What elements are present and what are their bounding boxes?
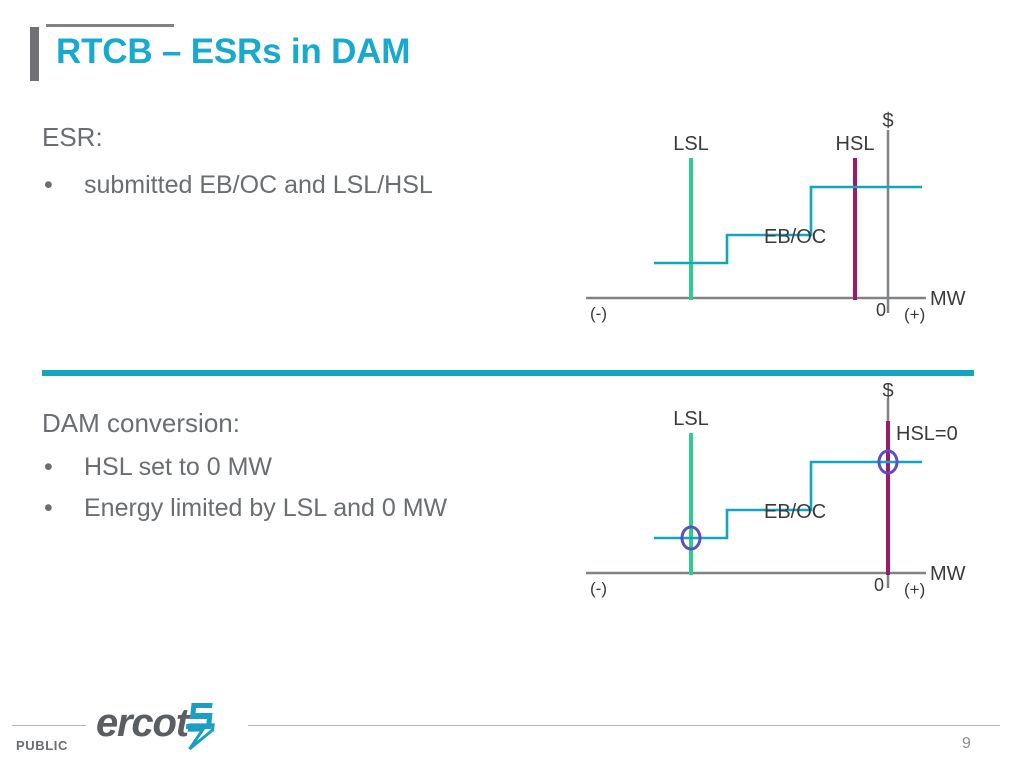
hsl-label: HSL	[836, 133, 875, 155]
y-axis-label: $	[882, 110, 893, 132]
y-axis-label: $	[882, 383, 893, 402]
section-divider	[42, 370, 974, 376]
dam-heading: DAM conversion:	[42, 408, 240, 438]
origin-tick-label: 0	[874, 575, 884, 595]
ercot-wordmark: ercot	[96, 701, 189, 745]
ercot-logo: ercot	[96, 697, 236, 753]
page-number: 9	[962, 735, 971, 752]
ercot-bolt-icon	[185, 703, 215, 751]
dam-bullet-2-text: Energy limited by LSL and 0 MW	[84, 494, 448, 522]
lsl-label: LSL	[673, 408, 709, 430]
footer-rule-left	[12, 725, 86, 726]
positive-axis-label: (+)	[904, 580, 925, 599]
ebo-oc-step-curve	[654, 460, 922, 540]
esr-bullet-1-text: submitted EB/OC and LSL/HSL	[84, 171, 433, 199]
dam-bullet-2: • Energy limited by LSL and 0 MW	[44, 491, 447, 525]
lsl-limit-point-marker	[680, 525, 702, 551]
dam-bullet-1-text: HSL set to 0 MW	[84, 453, 273, 481]
dam-offer-curve-chart: LSL HSL=0 EB/OC $ MW 0 (-) (+)	[578, 383, 978, 613]
positive-axis-label: (+)	[904, 305, 925, 324]
esr-offer-curve-chart: LSL HSL EB/OC $ MW 0 (-) (+)	[578, 108, 978, 338]
page-title: RTCB – ESRs in DAM	[56, 32, 411, 71]
eb-oc-label: EB/OC	[764, 226, 826, 248]
ebo-oc-step-curve	[654, 185, 922, 265]
esr-bullet-1: • submitted EB/OC and LSL/HSL	[44, 168, 433, 202]
bullet-marker: •	[44, 494, 53, 522]
slide-header: RTCB – ESRs in DAM	[30, 24, 930, 86]
negative-axis-label: (-)	[590, 304, 607, 323]
footer-rule-right	[248, 725, 1000, 726]
eb-oc-label: EB/OC	[764, 501, 826, 523]
esr-chart-svg: LSL HSL EB/OC $ MW 0 (-) (+)	[586, 110, 966, 324]
dam-bullet-1: • HSL set to 0 MW	[44, 450, 272, 484]
bullet-marker: •	[44, 171, 53, 199]
lsl-label: LSL	[673, 133, 709, 155]
esr-heading: ESR:	[42, 122, 103, 152]
hsl-limit-point-marker	[877, 449, 899, 475]
slide-footer	[0, 690, 1024, 768]
title-top-rule	[46, 24, 174, 27]
title-accent-bar	[30, 27, 39, 81]
bullet-marker: •	[44, 453, 53, 481]
classification-label: PUBLIC	[16, 738, 68, 753]
origin-tick-label: 0	[876, 300, 886, 320]
hsl-zero-label: HSL=0	[896, 423, 958, 445]
negative-axis-label: (-)	[590, 579, 607, 598]
x-axis-label: MW	[930, 563, 966, 585]
dam-chart-svg: LSL HSL=0 EB/OC $ MW 0 (-) (+)	[586, 383, 966, 599]
x-axis-label: MW	[930, 288, 966, 310]
